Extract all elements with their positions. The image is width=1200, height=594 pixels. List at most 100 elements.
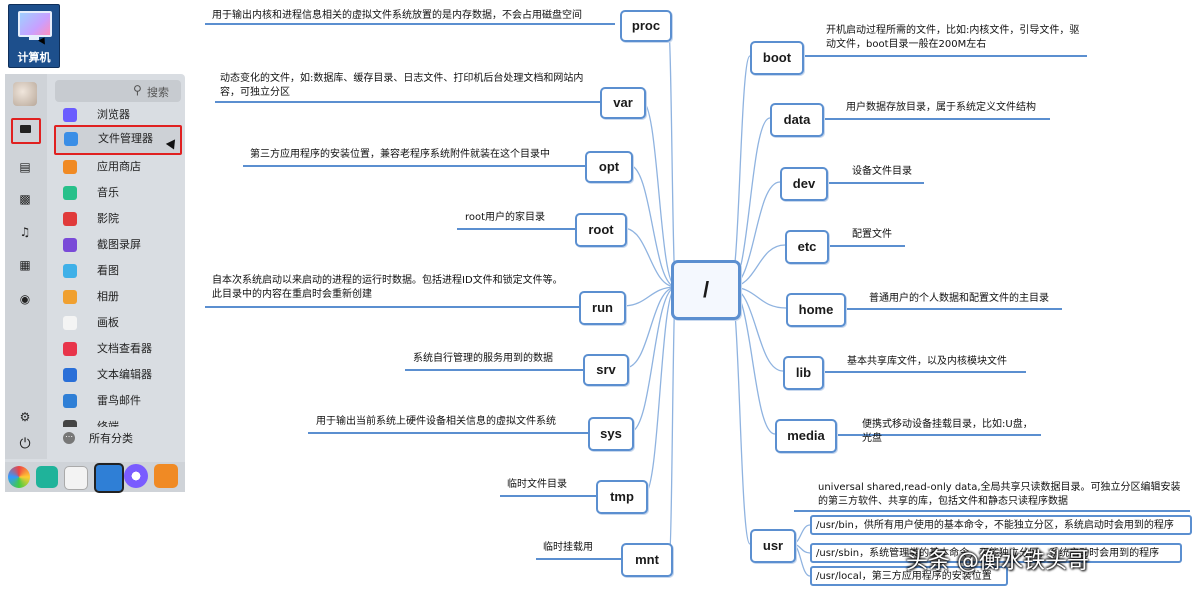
app-label: 音乐 bbox=[97, 186, 119, 199]
app-item-8[interactable]: 画板 bbox=[55, 311, 181, 335]
note-srv: 系统自行管理的服务用到的数据 bbox=[413, 353, 553, 364]
app-icon bbox=[63, 108, 77, 122]
link-srv bbox=[624, 286, 677, 369]
app-item-6[interactable]: 看图 bbox=[55, 259, 181, 283]
link-mnt bbox=[668, 286, 677, 559]
node-tmp: tmp bbox=[596, 480, 648, 514]
launcher-icon[interactable] bbox=[8, 466, 30, 488]
app-label: 文本编辑器 bbox=[97, 368, 152, 381]
app-item-9[interactable]: 文档查看器 bbox=[55, 337, 181, 361]
node-lib: lib bbox=[783, 356, 824, 390]
app-item-5[interactable]: 截图录屏 bbox=[55, 233, 181, 257]
note-boot: 开机启动过程所需的文件，比如:内核文件，引导文件，驱动文件，boot目录一般在2… bbox=[826, 25, 1080, 50]
watermark: 头条 @衡水铁头哥 bbox=[906, 549, 1089, 574]
app-label: 终端 bbox=[97, 420, 119, 427]
note-mnt: 临时挂载用 bbox=[543, 542, 593, 553]
video-icon[interactable]: ▦ bbox=[19, 258, 31, 272]
search-icon: ⚲ bbox=[133, 83, 142, 97]
node-opt: opt bbox=[585, 151, 633, 183]
node-boot: boot bbox=[750, 41, 804, 75]
app-label: 画板 bbox=[97, 316, 119, 329]
node-dev: dev bbox=[780, 167, 828, 201]
link-run bbox=[621, 286, 677, 307]
multitask-icon[interactable] bbox=[36, 466, 58, 488]
app-label: 雷鸟邮件 bbox=[97, 394, 141, 407]
app-icon bbox=[63, 238, 77, 252]
note-underline bbox=[457, 228, 575, 230]
app-item-12[interactable]: 终端 bbox=[55, 415, 181, 427]
usr-child-0: /usr/bin，供所有用户使用的基本命令，不能独立分区，系统启动时会用到的程序 bbox=[810, 515, 1192, 535]
note-underline bbox=[536, 558, 621, 560]
node-home: home bbox=[786, 293, 846, 327]
note-underline bbox=[205, 306, 579, 308]
picture-icon[interactable]: ▩ bbox=[19, 192, 31, 206]
app-item-4[interactable]: 影院 bbox=[55, 207, 181, 231]
note-proc: 用于输出内核和进程信息相关的虚拟文件系统放置的是内存数据，不会占用磁盘空间 bbox=[212, 10, 582, 21]
node-srv: srv bbox=[583, 354, 629, 386]
note-underline bbox=[835, 434, 1041, 436]
app-label: 文档查看器 bbox=[97, 342, 152, 355]
app-label: 文件管理器 bbox=[98, 132, 153, 145]
note-opt: 第三方应用程序的安装位置，兼容老程序系统附件就装在这个目录中 bbox=[250, 149, 550, 160]
file-manager-dock-icon[interactable] bbox=[94, 463, 124, 493]
control-center-icon[interactable] bbox=[64, 466, 88, 490]
settings-icon[interactable]: ⚙ bbox=[19, 410, 31, 424]
app-label: 相册 bbox=[97, 290, 119, 303]
node-var: var bbox=[600, 87, 646, 119]
computer-desktop-icon[interactable]: 计算机 bbox=[8, 4, 60, 68]
link-sys bbox=[629, 286, 677, 433]
all-categories-button[interactable]: ⋯ 所有分类 bbox=[55, 428, 181, 450]
link-proc bbox=[667, 23, 677, 288]
music-icon[interactable]: ♫ bbox=[19, 225, 31, 239]
app-item-0[interactable]: 浏览器 bbox=[55, 103, 181, 127]
app-item-2[interactable]: 应用商店 bbox=[55, 155, 181, 179]
document-icon[interactable]: ▤ bbox=[19, 160, 31, 174]
note-underline bbox=[215, 101, 600, 103]
note-underline bbox=[822, 371, 1026, 373]
link-tmp bbox=[643, 286, 677, 496]
app-icon bbox=[63, 160, 77, 174]
download-icon[interactable]: ◉ bbox=[19, 292, 31, 306]
note-data: 用户数据存放目录，属于系统定义文件结构 bbox=[846, 102, 1036, 113]
note-lib: 基本共享库文件，以及内核模块文件 bbox=[847, 356, 1007, 367]
search-placeholder: 搜索 bbox=[147, 86, 169, 99]
avatar[interactable] bbox=[13, 82, 37, 106]
app-icon bbox=[63, 290, 77, 304]
computer-icon bbox=[20, 125, 31, 133]
node-run: run bbox=[579, 291, 626, 325]
node-etc: etc bbox=[785, 230, 829, 264]
monitor-icon bbox=[18, 11, 52, 37]
root-node: / bbox=[671, 260, 741, 320]
app-icon bbox=[63, 186, 77, 200]
search-input[interactable]: ⚲ 搜索 bbox=[55, 80, 181, 102]
app-icon bbox=[64, 132, 78, 146]
app-label: 截图录屏 bbox=[97, 238, 141, 251]
all-categories-label: 所有分类 bbox=[89, 432, 133, 445]
note-var: 动态变化的文件，如:数据库、缓存目录、日志文件、打印机后台处理文档和网站内容，可… bbox=[220, 73, 584, 98]
node-data: data bbox=[770, 103, 824, 137]
note-tmp: 临时文件目录 bbox=[507, 479, 567, 490]
app-label: 影院 bbox=[97, 212, 119, 225]
note-underline bbox=[243, 165, 585, 167]
node-mnt: mnt bbox=[621, 543, 673, 577]
note-sys: 用于输出当前系统上硬件设备相关信息的虚拟文件系统 bbox=[316, 416, 556, 427]
note-underline bbox=[500, 495, 596, 497]
app-label: 应用商店 bbox=[97, 160, 141, 173]
link-opt bbox=[628, 164, 677, 288]
note-underline bbox=[822, 118, 1050, 120]
app-item-1[interactable]: 文件管理器 bbox=[54, 125, 182, 155]
link-boot bbox=[729, 55, 751, 288]
app-icon bbox=[63, 394, 77, 408]
app-item-7[interactable]: 相册 bbox=[55, 285, 181, 309]
browser-dock-icon[interactable] bbox=[124, 464, 148, 488]
note-underline bbox=[827, 245, 905, 247]
computer-category-button[interactable] bbox=[11, 118, 41, 144]
note-underline bbox=[405, 369, 583, 371]
app-item-11[interactable]: 雷鸟邮件 bbox=[55, 389, 181, 413]
app-store-dock-icon[interactable] bbox=[154, 464, 178, 488]
app-item-10[interactable]: 文本编辑器 bbox=[55, 363, 181, 387]
power-icon[interactable]: ⏻ bbox=[19, 436, 31, 452]
note-usr: universal shared,read-only data,全局共享只读数据… bbox=[818, 482, 1181, 507]
app-item-3[interactable]: 音乐 bbox=[55, 181, 181, 205]
app-icon bbox=[63, 316, 77, 330]
